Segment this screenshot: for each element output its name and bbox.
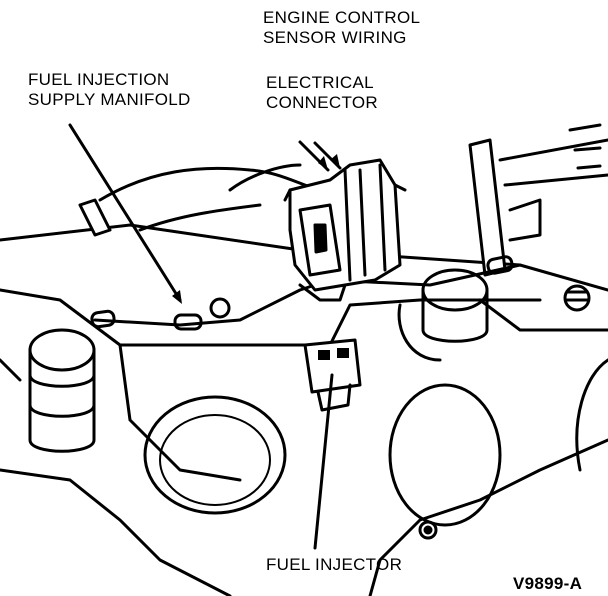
- engine-block-edge: [0, 438, 608, 596]
- rail-clip-left: [90, 309, 116, 329]
- label-fuel-injector: FUEL INJECTOR: [266, 555, 403, 574]
- intake-port-left: [143, 395, 287, 515]
- rail-clip-right: [486, 255, 514, 275]
- intake-port-far-right: [575, 358, 608, 472]
- electrical-connector-body: [288, 158, 402, 292]
- intake-port-left-inner: [159, 414, 271, 506]
- leader-manifold: [68, 123, 182, 302]
- damper-cap-left: [28, 328, 96, 372]
- label-manifold-line2: SUPPLY MANIFOLD: [28, 90, 191, 109]
- rail-schrader-valve: [209, 297, 231, 319]
- label-engine-control-line2: SENSOR WIRING: [263, 28, 407, 47]
- wiring-harness: [98, 163, 322, 232]
- label-engine-control-line1: ENGINE CONTROL: [263, 8, 421, 27]
- fuel-supply-manifold: [93, 263, 522, 327]
- drain-hole: [418, 520, 438, 540]
- mounting-bolt: [563, 284, 591, 312]
- intake-port-right: [388, 383, 502, 527]
- label-electrical-line1: ELECTRICAL: [266, 73, 374, 92]
- label-electrical-line2: CONNECTOR: [266, 93, 378, 112]
- arrowhead-manifold: [172, 290, 182, 304]
- arrowhead-wiring-left: [318, 156, 328, 170]
- arrowhead-wiring-right: [330, 154, 340, 168]
- leader-injector: [313, 373, 334, 550]
- label-manifold-line1: FUEL INJECTION: [28, 70, 170, 89]
- rail-clip-mid: [173, 313, 203, 331]
- figure-code: V9899-A: [513, 574, 583, 593]
